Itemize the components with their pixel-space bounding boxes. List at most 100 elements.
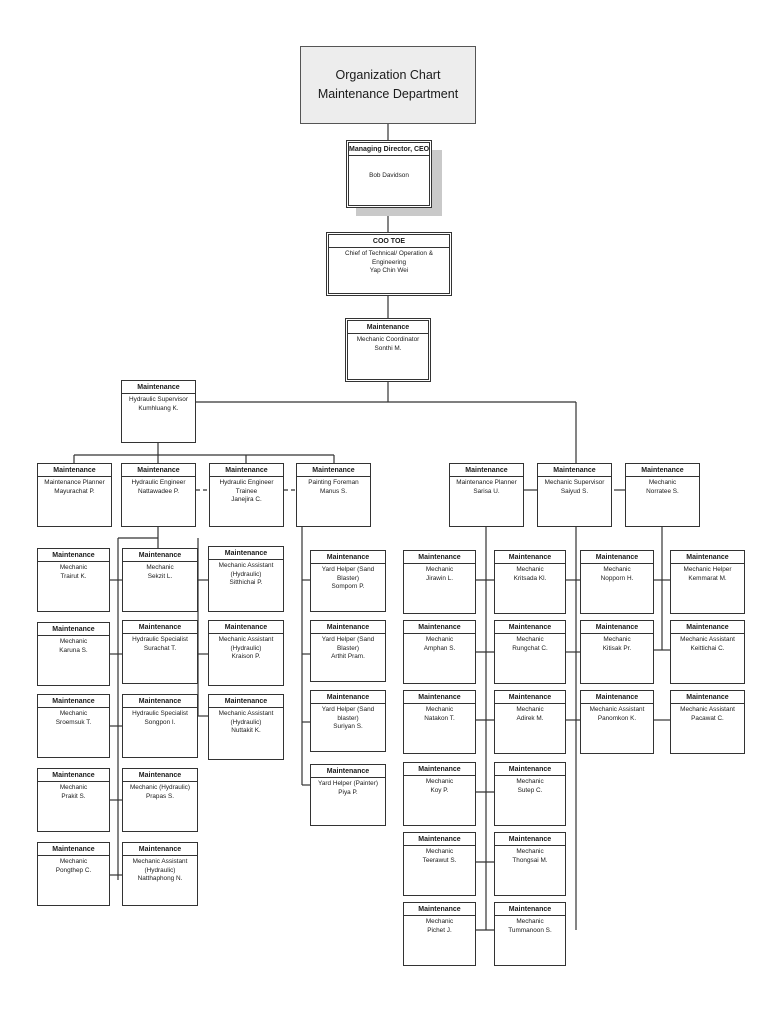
box-name: Surachat T. <box>143 644 177 652</box>
box-name: Sitthichai P. <box>229 579 263 586</box>
coo-name: Yap Chin Wei <box>369 267 409 274</box>
box-name: Nopporn H. <box>600 574 634 582</box>
box-header: Maintenance <box>209 621 283 634</box>
hydraulic-supervisor-header: Maintenance <box>122 381 195 394</box>
box-header: Maintenance <box>581 621 653 634</box>
box-name: Sekzit L. <box>147 572 173 580</box>
coo-header: COO TOE <box>329 235 449 248</box>
box-name: Kraison P. <box>231 653 261 660</box>
box-header: Maintenance <box>404 833 475 846</box>
box-name: Jirawin L. <box>426 574 453 582</box>
box-header: Maintenance <box>38 695 109 708</box>
box-role: Mechanic Assistant (Hydraulic) <box>218 710 274 726</box>
box-name: Nattawadee P. <box>137 487 180 495</box>
box-role: Mechanic <box>516 778 544 785</box>
box-header: Maintenance <box>38 549 109 562</box>
box-header: Maintenance <box>495 903 565 916</box>
box-header: Maintenance <box>209 547 283 560</box>
box-name: Amphan S. <box>423 644 456 652</box>
box-name: Natthaphong N. <box>137 875 183 882</box>
box-role: Yard Helper (Sand Blaster) <box>321 636 375 652</box>
box-header: Maintenance <box>38 843 109 856</box>
box-header: Maintenance <box>404 621 475 634</box>
box-header: Maintenance <box>38 464 111 477</box>
box-name: Prakit S. <box>61 792 86 800</box>
box-role: Mechanic <box>516 848 544 855</box>
box-header: Maintenance <box>311 621 385 634</box>
box-header: Maintenance <box>495 691 565 704</box>
box-name: Janejira C. <box>231 496 262 503</box>
box-role: Mechanic <box>425 636 454 643</box>
box-name: Teerawut S. <box>422 856 457 864</box>
box-role: Mechanic Helper <box>683 566 732 573</box>
box-role: Mechanic <box>603 566 631 573</box>
box-role: Mechanic Assistant <box>680 636 735 643</box>
box-header: Maintenance <box>404 551 475 564</box>
box-header: Maintenance <box>404 691 475 704</box>
box-role: Mechanic <box>59 638 88 645</box>
box-name: Thongsai M. <box>512 856 548 864</box>
ceo-box: Managing Director, CEO Bob Davidson <box>346 140 432 208</box>
box-role: Mechanic Assistant (Hydraulic) <box>132 858 188 874</box>
chart-title: Organization Chart Maintenance Departmen… <box>300 46 476 124</box>
box-name: Tummanoon S. <box>508 926 552 934</box>
box-header: Maintenance <box>495 763 565 776</box>
box-role: Hydraulic Engineer Trainee <box>219 479 274 495</box>
box-name: Pongthep C. <box>55 866 92 874</box>
box-name: Karuna S. <box>59 646 88 654</box>
box-role: Mechanic <box>146 564 174 571</box>
box-role: Hydraulic Specialist <box>132 636 188 643</box>
box-role: Mechanic <box>648 479 677 486</box>
ceo-header: Managing Director, CEO <box>349 143 429 156</box>
coordinator-name: Sonthi M. <box>374 344 402 352</box>
box-name: Songpon I. <box>144 718 176 726</box>
chart-title-line2: Maintenance Department <box>317 87 459 101</box>
box-header: Maintenance <box>495 621 565 634</box>
box-header: Maintenance <box>311 691 385 704</box>
box-name: Sutep C. <box>517 786 543 794</box>
hydraulic-supervisor-name: Kumhluang K. <box>138 404 179 412</box>
box-role: Mechanic <box>425 566 454 573</box>
box-role: Mechanic <box>516 566 544 573</box>
box-name: Natakon T. <box>424 714 455 722</box>
box-name: Arthit Pram. <box>331 653 365 660</box>
coordinator-header: Maintenance <box>348 321 428 334</box>
box-role: Mechanic Assistant (Hydraulic) <box>218 562 274 578</box>
box-role: Mechanic <box>425 848 454 855</box>
box-name: Mayurachat P. <box>54 487 95 495</box>
coordinator-box: Maintenance Mechanic Coordinator Sonthi … <box>345 318 431 382</box>
box-role: Yard Helper (Painter) <box>318 780 378 787</box>
box-name: Panomkon K. <box>597 714 637 722</box>
box-role: Mechanic <box>516 706 544 713</box>
box-role: Mechanic <box>425 778 454 785</box>
box-header: Maintenance <box>581 691 653 704</box>
ceo-name: Bob Davidson <box>369 172 409 179</box>
box-role: Mechanic Assistant <box>680 706 735 713</box>
box-role: Mechanic <box>516 918 544 925</box>
box-name: Sarisa U. <box>473 487 500 495</box>
box-role: Mechanic (Hydraulic) <box>129 784 191 791</box>
box-header: Maintenance <box>404 763 475 776</box>
